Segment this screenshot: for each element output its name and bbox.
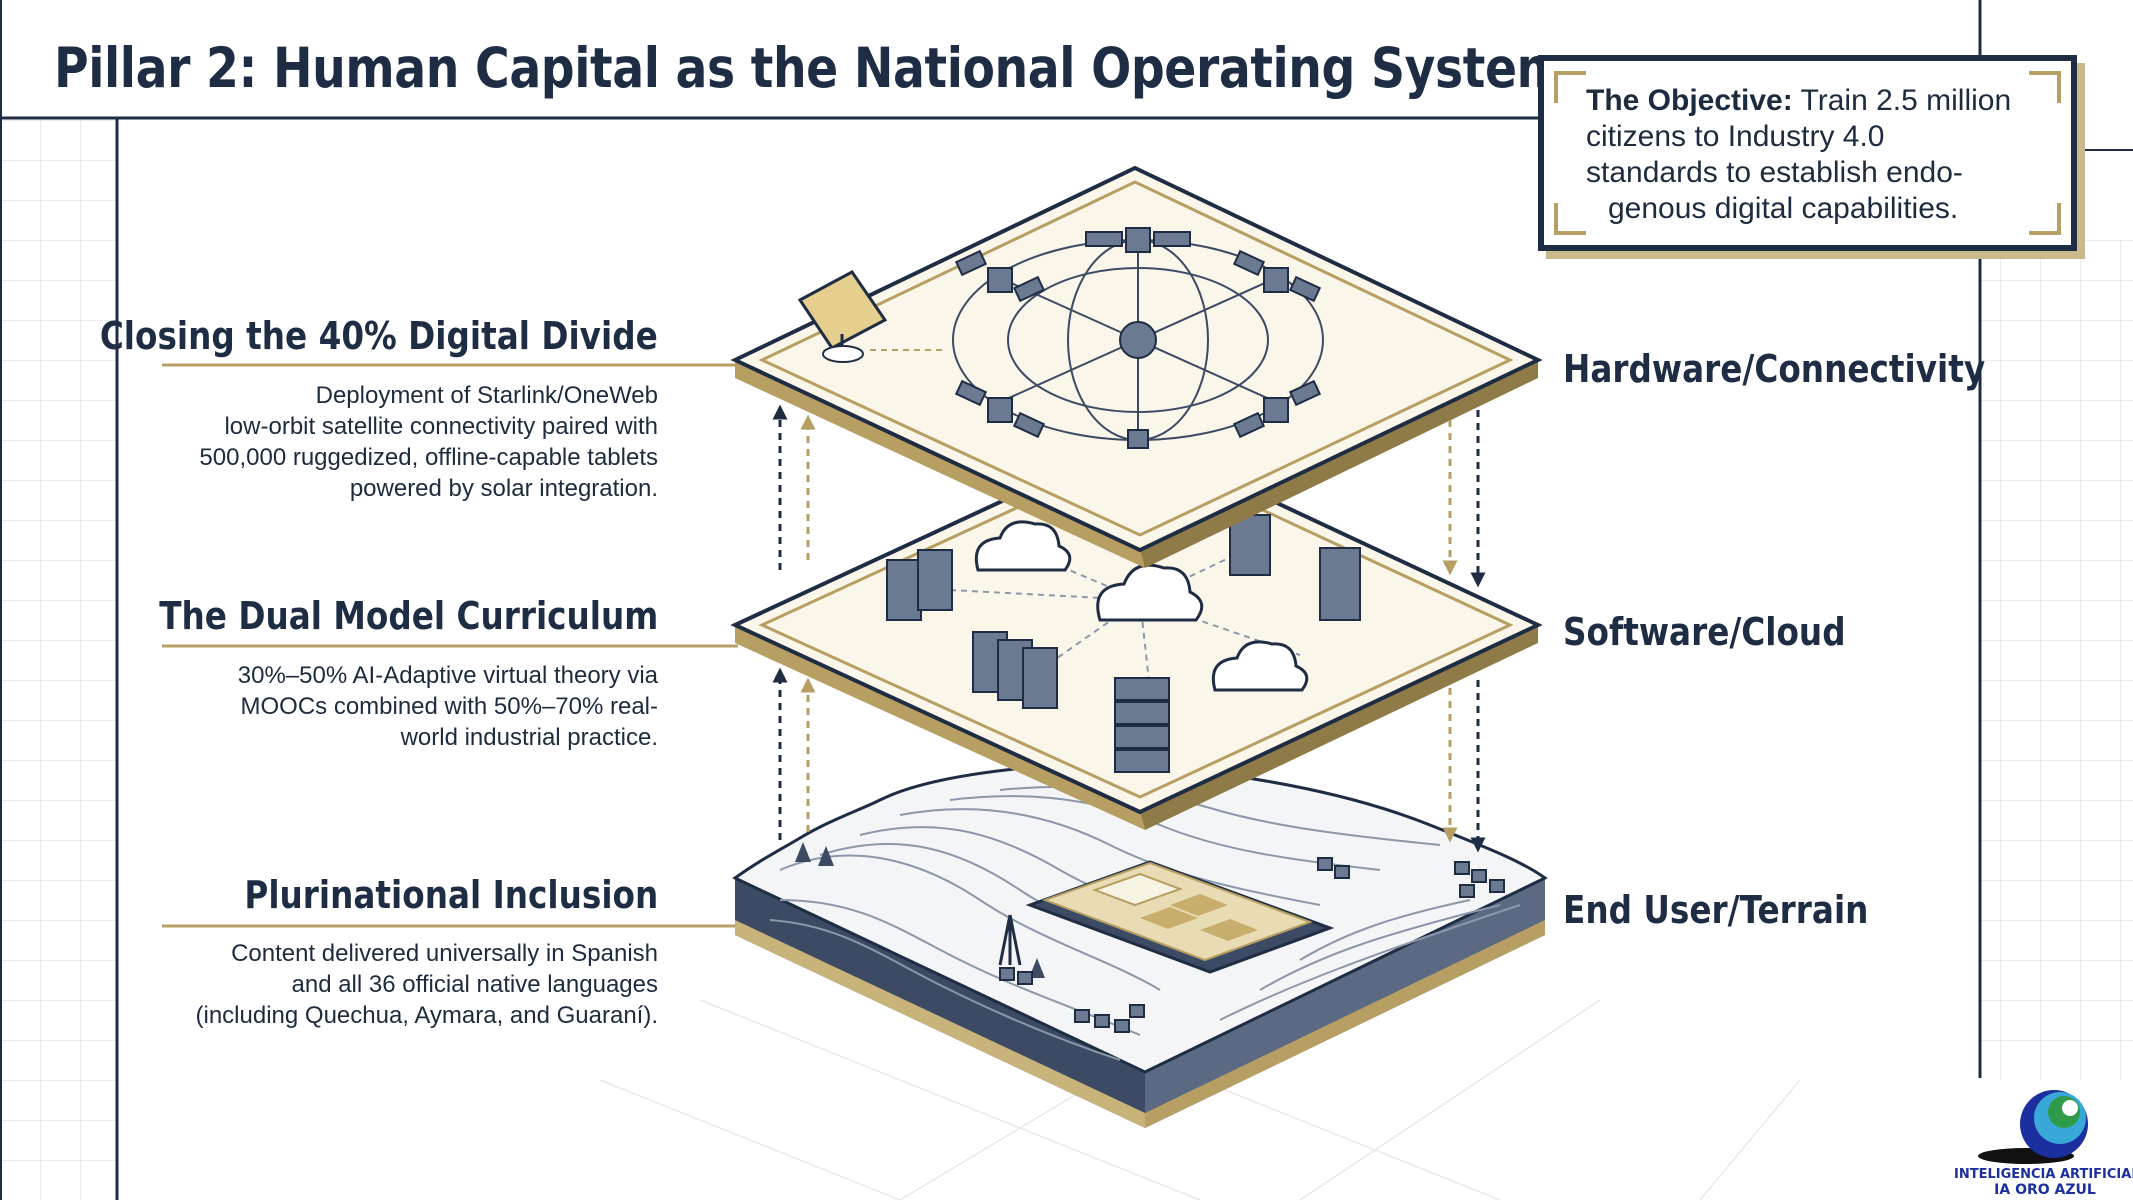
objective-line: citizens to Industry 4.0 bbox=[1586, 120, 1885, 153]
objective-label: The Objective: bbox=[1586, 84, 1793, 117]
page-title: Pillar 2: Human Capital as the National … bbox=[54, 36, 1566, 100]
description-line: world industrial practice. bbox=[400, 724, 658, 751]
house-icon bbox=[999, 857, 1505, 1033]
description-line: Content delivered universally in Spanish bbox=[231, 940, 658, 967]
pillar-heading-dual-model: The Dual Model Curriculum bbox=[158, 594, 658, 638]
logo-text: IA ORO AZUL bbox=[1994, 1182, 2096, 1198]
leader-lines bbox=[162, 363, 738, 928]
satellite-icon bbox=[954, 227, 1322, 449]
solar-panel-icon bbox=[797, 270, 945, 363]
cloud-icon bbox=[974, 520, 1309, 692]
tablet-icon bbox=[1025, 860, 1335, 974]
terrain-layer bbox=[732, 762, 1548, 1128]
logo-mark bbox=[1978, 1090, 2088, 1164]
pillar-description-dual-model: 30%–50% AI-Adaptive virtual theory via M… bbox=[138, 660, 658, 753]
pillar-heading-plurinational: Plurinational Inclusion bbox=[244, 873, 658, 917]
corner-bracket bbox=[2029, 203, 2061, 235]
antenna-icon bbox=[998, 914, 1022, 966]
pillar-heading-digital-divide: Closing the 40% Digital Divide bbox=[100, 314, 658, 358]
background-grid bbox=[0, 118, 2133, 1200]
logo-text: INTELIGENCIA ARTIFICIAL bbox=[1954, 1167, 2133, 1182]
objective-line: Train 2.5 million bbox=[1800, 84, 2012, 117]
description-line: low-orbit satellite connectivity paired … bbox=[224, 413, 658, 440]
layer-label-terrain: End User/Terrain bbox=[1563, 888, 1869, 932]
description-line: and all 36 official native languages bbox=[291, 971, 659, 998]
server-rack-icon bbox=[886, 514, 1361, 709]
corner-bracket bbox=[1554, 71, 1586, 103]
layer-label-hardware: Hardware/Connectivity bbox=[1563, 347, 1986, 391]
hardware-layer bbox=[730, 165, 1543, 568]
description-line: MOOCs combined with 50%–70% real- bbox=[240, 693, 658, 720]
objective-line: standards to establish endo- bbox=[1586, 156, 1963, 189]
pillar-description-digital-divide: Deployment of Starlink/OneWeb low-orbit … bbox=[138, 380, 658, 504]
database-icon bbox=[1114, 677, 1170, 773]
description-line: Deployment of Starlink/OneWeb bbox=[315, 382, 658, 409]
description-line: 500,000 ruggedized, offline-capable tabl… bbox=[199, 444, 658, 471]
objective-text: The Objective: Train 2.5 million citizen… bbox=[1586, 83, 2056, 227]
corner-bracket bbox=[2029, 71, 2061, 103]
description-line: powered by solar integration. bbox=[349, 475, 658, 502]
objective-line: genous digital capabilities. bbox=[1608, 192, 1959, 225]
description-line: (including Quechua, Aymara, and Guaraní)… bbox=[195, 1002, 659, 1029]
pillar-description-plurinational: Content delivered universally in Spanish… bbox=[138, 938, 659, 1031]
data-flow-arrows bbox=[772, 404, 1486, 853]
layer-label-software: Software/Cloud bbox=[1563, 610, 1846, 654]
description-line: 30%–50% AI-Adaptive virtual theory via bbox=[237, 662, 658, 689]
objective-box: The Objective: Train 2.5 million citizen… bbox=[1538, 55, 2077, 251]
software-layer bbox=[730, 435, 1543, 830]
corner-bracket bbox=[1554, 203, 1586, 235]
brand-logo: INTELIGENCIA ARTIFICIAL IA ORO AZUL bbox=[1954, 1078, 2133, 1200]
